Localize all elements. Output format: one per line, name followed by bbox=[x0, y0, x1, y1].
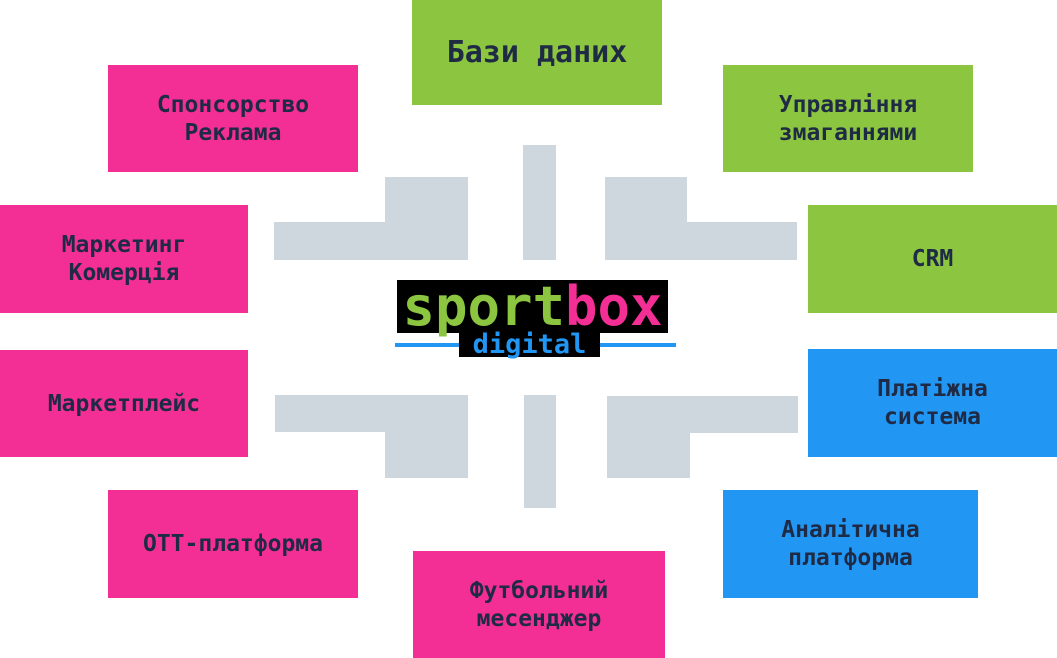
logo-underline-right bbox=[600, 343, 676, 347]
logo-text-box: box bbox=[565, 275, 663, 338]
connector-bottom-left-block bbox=[385, 395, 468, 478]
connector-bottom-center-bar bbox=[524, 395, 556, 508]
box-analytics-platform: Аналітична платформа bbox=[723, 490, 978, 598]
box-marketplace: Маркетплейс bbox=[0, 350, 248, 457]
box-football-messenger: Футбольний месенджер bbox=[413, 551, 665, 658]
box-ott-platform: OTT-платформа bbox=[108, 490, 358, 598]
box-competition-management: Управління змаганнями bbox=[723, 65, 973, 172]
box-databases: Бази даних bbox=[412, 0, 662, 105]
connector-top-right-arm bbox=[686, 222, 797, 260]
connector-top-right-block bbox=[605, 177, 687, 260]
connector-bottom-right-block bbox=[607, 396, 690, 478]
connector-top-left-block bbox=[385, 177, 468, 260]
connector-bottom-right-arm bbox=[689, 396, 798, 433]
connector-bottom-left-arm bbox=[275, 395, 386, 432]
box-payment-system: Платіжна система bbox=[808, 349, 1057, 457]
logo-underline-left bbox=[395, 343, 459, 347]
box-marketing-commerce: Маркетинг Комерція bbox=[0, 205, 248, 313]
connector-top-center-bar bbox=[523, 145, 556, 260]
box-sponsorship-advertising: Спонсорство Реклама bbox=[108, 65, 358, 172]
connector-top-left-arm bbox=[274, 222, 386, 260]
logo-text-sport: sport bbox=[402, 275, 565, 338]
logo-text-digital: digital bbox=[459, 331, 600, 358]
box-crm: CRM bbox=[808, 205, 1057, 313]
